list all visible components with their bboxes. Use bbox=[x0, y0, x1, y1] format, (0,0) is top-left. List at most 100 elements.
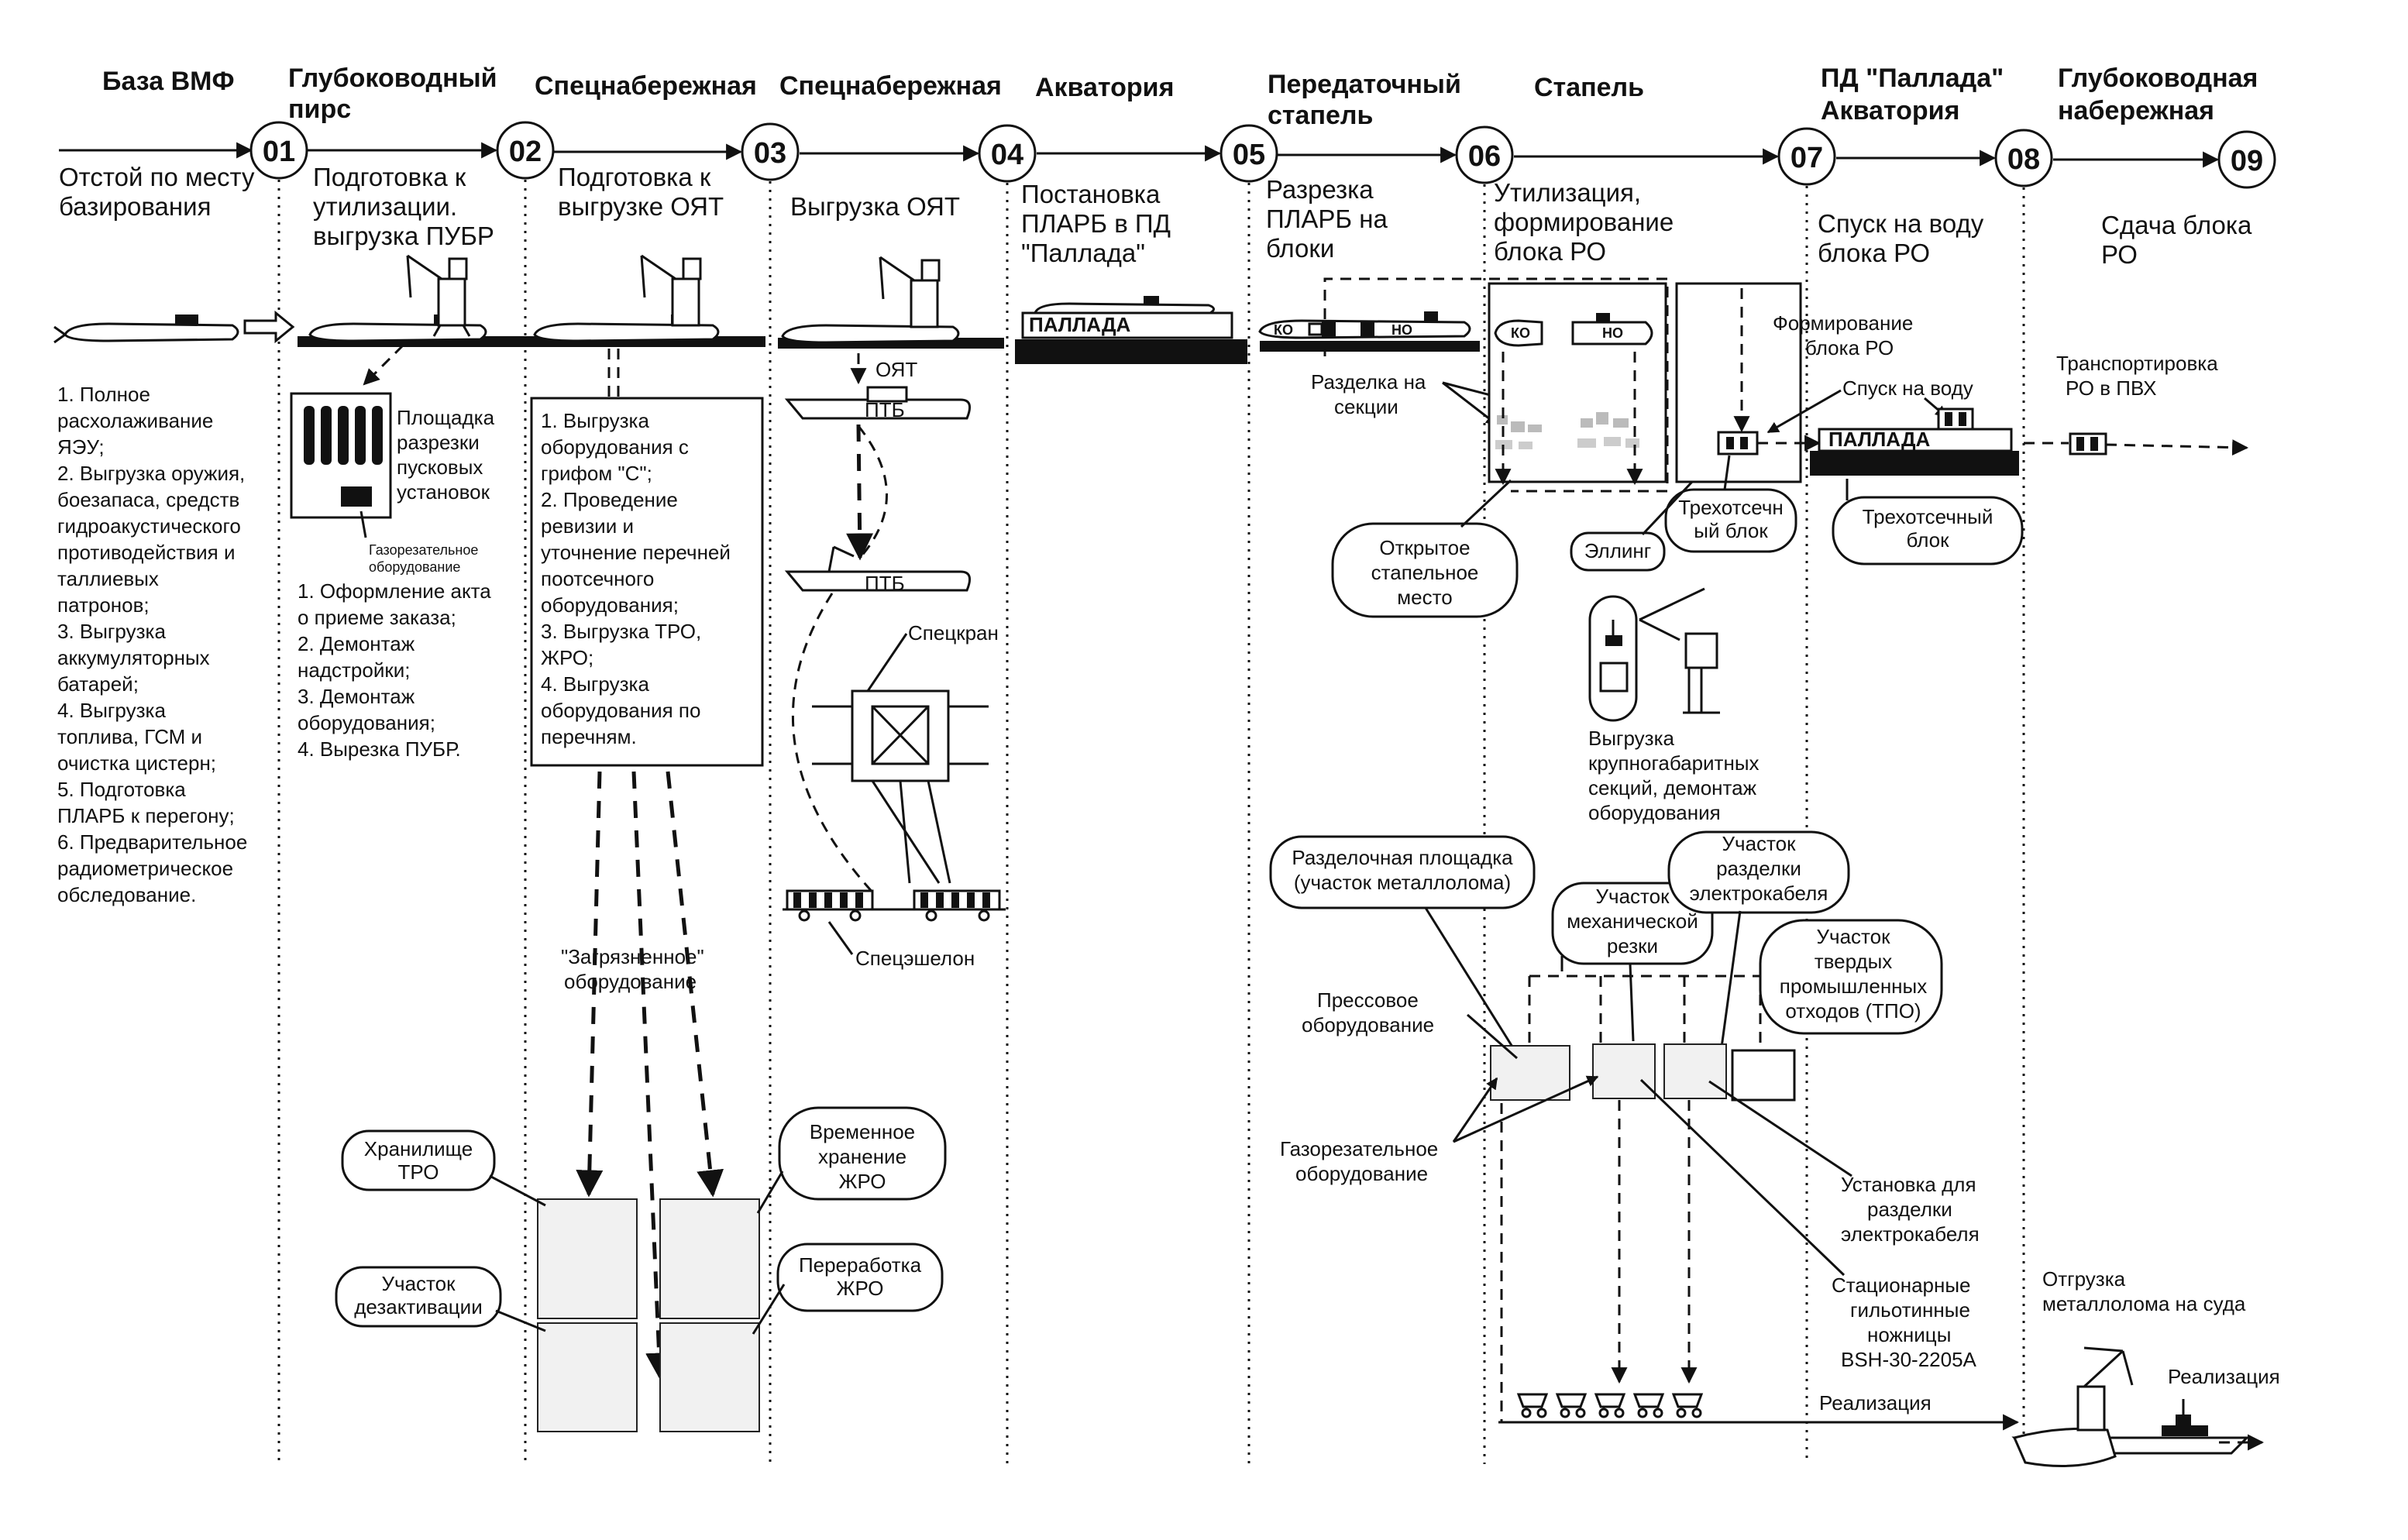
submarine-section-icon: КО bbox=[1494, 319, 1543, 347]
flow-arrow bbox=[2105, 439, 2249, 456]
leader-line bbox=[1467, 1013, 1518, 1060]
realization-label-1: Реализация bbox=[1819, 1391, 1932, 1415]
submarine-section-icon: НО bbox=[1571, 313, 1653, 345]
svg-text:ПАЛЛАДА: ПАЛЛАДА bbox=[1828, 428, 1931, 451]
crane-icon bbox=[406, 254, 471, 337]
mech-cut-unit-box bbox=[1592, 1043, 1656, 1099]
distribution-lines bbox=[1528, 956, 1762, 1050]
submarine-icon bbox=[53, 315, 239, 344]
launch-label: Спуск на воду bbox=[1842, 376, 1973, 400]
step-circle: 02 bbox=[496, 121, 555, 180]
svg-text:ПТБ: ПТБ bbox=[865, 398, 905, 421]
flow-arrow bbox=[666, 771, 724, 1198]
svg-text:08: 08 bbox=[2007, 143, 2040, 176]
press-unit-box bbox=[1490, 1045, 1570, 1101]
submarine-sections-icon: КО НО bbox=[1258, 311, 1471, 339]
contaminated-label: "Загрязненное"оборудование bbox=[561, 945, 704, 993]
column-separators bbox=[277, 180, 2025, 1464]
location-label: Стапель bbox=[1534, 73, 1644, 102]
svg-text:06: 06 bbox=[1468, 140, 1501, 173]
flow-arc bbox=[857, 425, 888, 559]
step-circle: 05 bbox=[1219, 124, 1278, 183]
step-circle: 08 bbox=[1994, 129, 2053, 187]
svg-text:НО: НО bbox=[1391, 322, 1412, 338]
cutting-area-callout: Разделочная площадка(участок металлолома… bbox=[1269, 835, 1536, 1057]
launch-tubes-panel bbox=[290, 392, 392, 519]
location-label: База ВМФ bbox=[102, 67, 234, 96]
leader-line bbox=[927, 780, 951, 884]
svg-text:КО: КО bbox=[1274, 322, 1293, 338]
leader-line bbox=[359, 510, 367, 538]
svg-text:Трехотсечный блок: Трехотсечный блок bbox=[1678, 496, 1783, 542]
leader-arrow bbox=[1452, 1077, 1498, 1143]
ro-block-icon bbox=[2069, 432, 2107, 455]
leader-line bbox=[899, 780, 911, 884]
transfer-arrow-icon bbox=[243, 310, 295, 344]
flow-arrow bbox=[631, 771, 673, 1380]
quay-tasks-box bbox=[530, 397, 764, 767]
tro-storage-box bbox=[537, 1198, 638, 1319]
svg-text:04: 04 bbox=[991, 139, 1023, 171]
step-description: Выгрузка ОЯТ bbox=[790, 192, 960, 221]
location-label: ПД "Паллада"Акватория bbox=[1821, 64, 2004, 125]
special-crane-icon bbox=[812, 689, 989, 782]
crane-icon bbox=[640, 254, 702, 327]
leader-arrow bbox=[1766, 389, 1842, 434]
step-circle: 09 bbox=[2217, 130, 2276, 189]
step-circle: 04 bbox=[978, 124, 1037, 183]
svg-text:Эллинг: Эллинг bbox=[1584, 539, 1652, 562]
service-ship-icon: ПТБ bbox=[784, 545, 972, 595]
slipway-dashed-frame bbox=[1323, 277, 1669, 493]
slipway-bay bbox=[1488, 282, 1667, 483]
scrap-ship-icon bbox=[2011, 1346, 2250, 1467]
leader-arrow bbox=[1453, 1075, 1599, 1143]
leader-line bbox=[1639, 1078, 1846, 1277]
realization-label-2: Реализация bbox=[2168, 1365, 2280, 1388]
cable-unit-box bbox=[1663, 1043, 1727, 1099]
flow-arrow bbox=[846, 424, 874, 561]
decontamination-box bbox=[537, 1322, 638, 1432]
svg-text:02: 02 bbox=[509, 136, 542, 168]
elling-callout: Эллинг bbox=[1570, 480, 1694, 572]
launch-tube-icon bbox=[304, 406, 383, 465]
crane-icon bbox=[879, 256, 941, 328]
location-label: Спецнабережная bbox=[535, 71, 757, 101]
svg-text:КО: КО bbox=[1511, 325, 1530, 341]
svg-text:07: 07 bbox=[1791, 142, 1823, 174]
svg-text:ПАЛЛАДА: ПАЛЛАДА bbox=[1029, 313, 1131, 336]
svg-text:05: 05 bbox=[1233, 139, 1265, 171]
service-ship-icon: ПТБ bbox=[784, 386, 972, 421]
flow-arc bbox=[791, 593, 877, 897]
special-train-label: Спецэшелон bbox=[855, 947, 975, 970]
dock-pallada-icon: ПАЛЛАДА bbox=[1015, 296, 1247, 364]
